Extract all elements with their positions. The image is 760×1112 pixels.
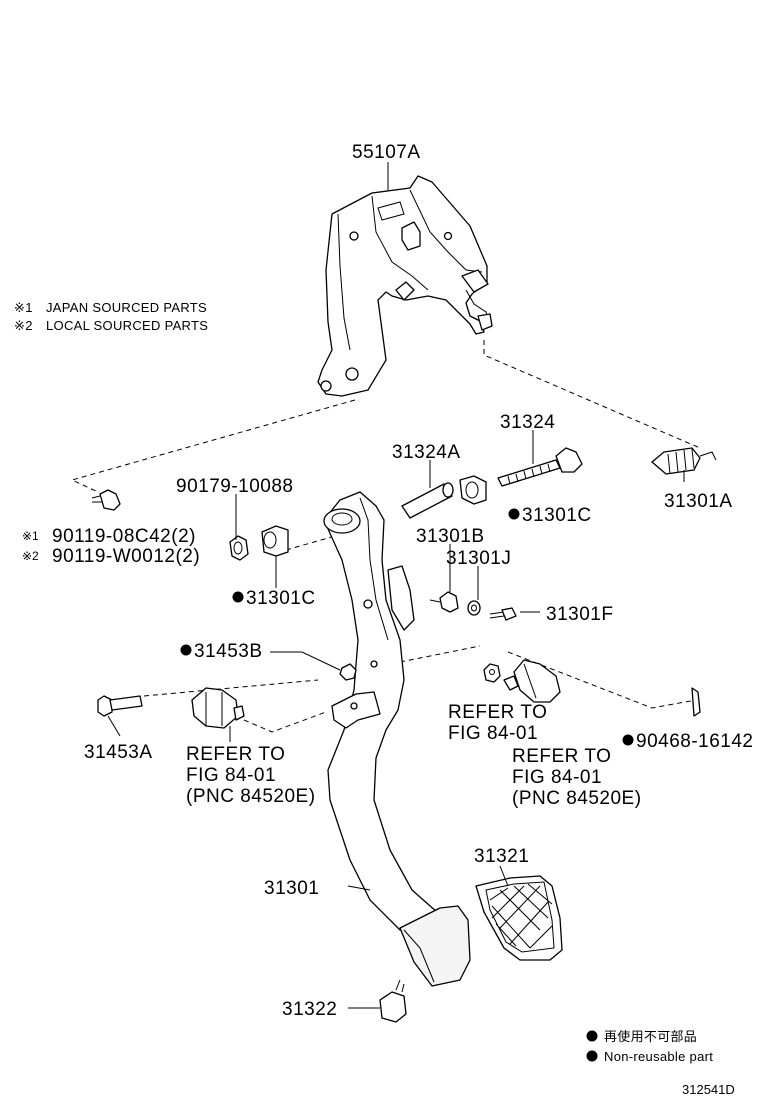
legend: 再使用不可部品 Non-reusable part [586, 1029, 713, 1064]
label-31453A: 31453A [84, 742, 153, 763]
pin-31453A [97, 695, 143, 717]
label-31301A: 31301A [664, 491, 733, 512]
label-90468-16142: 90468-16142 [636, 731, 754, 752]
label-90179-10088: 90179-10088 [176, 476, 294, 497]
label-31301J: 31301J [446, 548, 511, 569]
bolt-90119 [91, 489, 121, 511]
label-90119-08C42: 90119-08C42(2) [52, 526, 196, 547]
nut-90179-10088 [229, 535, 249, 561]
refer-left-line1: REFER TO [186, 744, 285, 765]
note-japan-sourced: JAPAN SOURCED PARTS [46, 300, 207, 315]
collar-31324A [401, 482, 454, 519]
stop-lamp-switch-right [503, 659, 561, 703]
non-reusable-dot [180, 644, 192, 656]
label-90119-W0012: 90119-W0012(2) [52, 546, 200, 567]
refer-notes: REFER TO FIG 84-01 (PNC 84520E) REFER TO… [186, 702, 642, 809]
refer-mid-line2: FIG 84-01 [448, 723, 538, 744]
nut-middle [483, 663, 501, 683]
nut-31453B [339, 663, 357, 681]
washer-31301J [467, 600, 481, 616]
refer-right-line2: FIG 84-01 [512, 767, 602, 788]
bolt-31324 [497, 447, 583, 487]
label-55107A: 55107A [352, 142, 421, 163]
note-mark-1-header: ※1 [14, 300, 33, 315]
assembly-lines [70, 340, 701, 733]
bushing-31301C-left [261, 525, 289, 557]
label-31301C-right: 31301C [522, 505, 592, 526]
refer-mid-line1: REFER TO [448, 702, 547, 723]
refer-left-line3: (PNC 84520E) [186, 786, 316, 807]
non-reusable-dot [232, 591, 244, 603]
label-31301C-left: 31301C [246, 588, 316, 609]
label-31324A: 31324A [392, 442, 461, 463]
stop-lamp-switch-left [191, 687, 245, 729]
brake-pedal-lever-31301 [323, 491, 471, 987]
label-31301: 31301 [264, 878, 319, 899]
label-31301B: 31301B [416, 526, 485, 547]
stopper-31322 [379, 979, 407, 1023]
refer-right-line3: (PNC 84520E) [512, 788, 642, 809]
pedal-pad-31321 [475, 875, 563, 961]
label-31322: 31322 [282, 999, 337, 1020]
bolt-31301F [489, 607, 517, 621]
refer-right-line1: REFER TO [512, 746, 611, 767]
bushing-31301C-right [459, 475, 487, 505]
spring-31301A [651, 447, 717, 475]
legend-dot [586, 1030, 598, 1042]
stopper-31301B [429, 591, 459, 613]
leader-lines [107, 162, 685, 1009]
legend-english: Non-reusable part [604, 1049, 713, 1064]
clip-90468-16142 [691, 687, 701, 717]
label-31453B: 31453B [194, 641, 263, 662]
label-31321: 31321 [474, 846, 529, 867]
note-mark-1: ※1 [22, 529, 39, 543]
non-reusable-dot [622, 734, 634, 746]
non-reusable-dot [508, 508, 520, 520]
note-mark-2: ※2 [22, 549, 39, 563]
sourcing-notes: ※1 JAPAN SOURCED PARTS ※2 LOCAL SOURCED … [14, 300, 208, 333]
figure-code: 312541D [682, 1082, 735, 1097]
part-labels: 55107A 31324 31324A 31301C 31301A 90179-… [22, 142, 754, 1020]
label-31301F: 31301F [546, 604, 613, 625]
pedal-bracket-55107A [317, 175, 493, 397]
note-mark-2-header: ※2 [14, 318, 33, 333]
refer-left-line2: FIG 84-01 [186, 765, 276, 786]
note-local-sourced: LOCAL SOURCED PARTS [46, 318, 208, 333]
label-31324: 31324 [500, 412, 555, 433]
legend-japanese: 再使用不可部品 [604, 1029, 697, 1044]
legend-dot [586, 1050, 598, 1062]
